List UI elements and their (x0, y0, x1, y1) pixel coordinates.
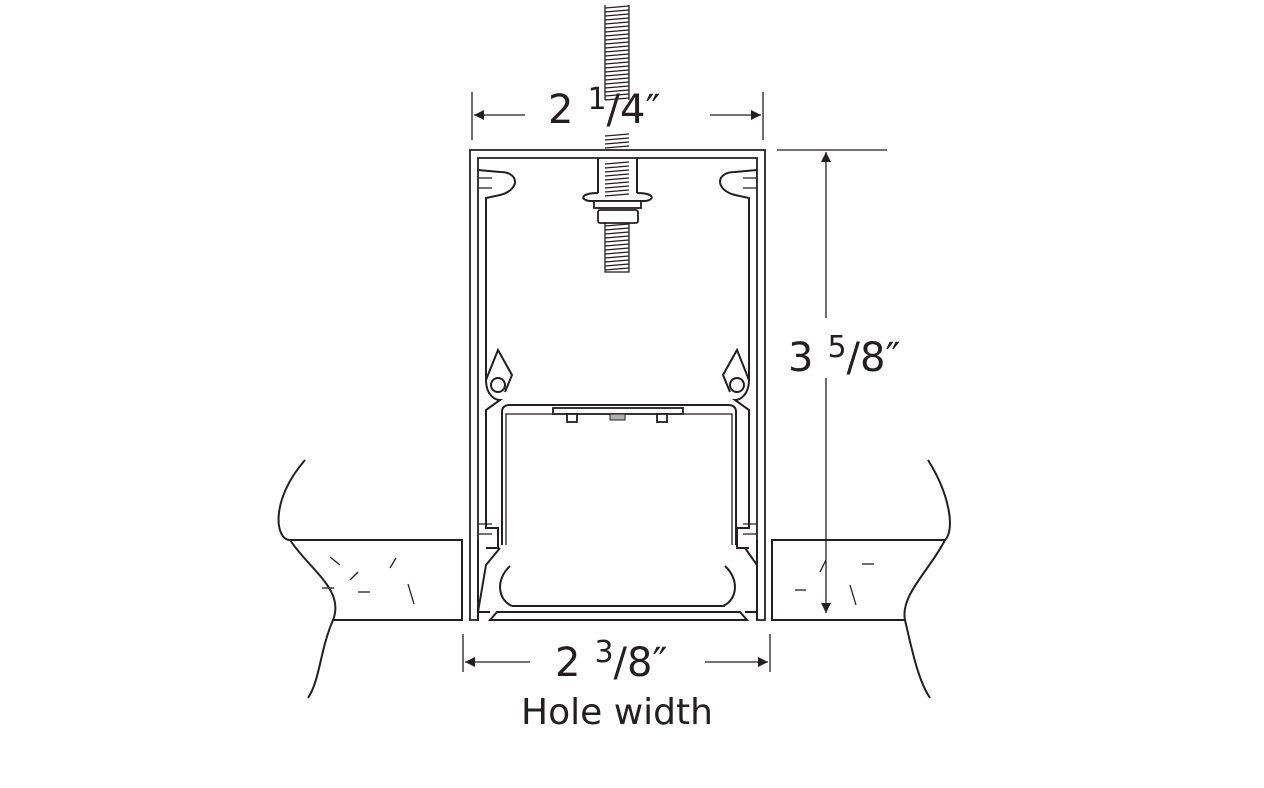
rod-thread (604, 161, 630, 165)
rod-thread (604, 13, 630, 17)
rod-thread (604, 49, 630, 53)
rod-thread (604, 243, 630, 247)
rod-thread (604, 193, 630, 197)
height-denominator: /8″ (847, 335, 901, 381)
rod-thread (604, 21, 630, 25)
rod-thread (604, 69, 630, 73)
rod-thread (604, 223, 630, 227)
led-channel (501, 404, 737, 545)
rod-thread (604, 77, 630, 81)
height-whole: 3 (788, 335, 813, 381)
rod-thread (604, 17, 630, 21)
rod-thread (604, 227, 630, 231)
top-width-denominator: /4″ (607, 87, 661, 133)
rod-thread (604, 29, 630, 33)
rod-thread (604, 61, 630, 65)
rod-thread (604, 263, 630, 267)
rod-thread (604, 141, 630, 145)
rod-thread (604, 165, 630, 169)
aluminum-housing (469, 149, 766, 621)
rod-thread (604, 33, 630, 37)
rod-thread (604, 185, 630, 189)
hole-width-whole: 2 (555, 640, 580, 686)
rod-thread (604, 37, 630, 41)
svg-text:35/8″: 35/8″ (788, 330, 900, 381)
top-width-whole: 2 (548, 87, 573, 133)
rod-thread (604, 41, 630, 45)
rod-thread (604, 189, 630, 193)
rod-thread (604, 169, 630, 173)
rod-thread (604, 9, 630, 13)
rod-thread (604, 259, 630, 263)
hole-width-caption: Hole width (521, 692, 713, 733)
rod-thread (604, 145, 630, 149)
height-numerator: 5 (827, 330, 846, 365)
rod-thread (604, 231, 630, 235)
diffuser-lens (476, 547, 758, 621)
rod-thread (604, 93, 630, 97)
rod-thread (604, 137, 630, 141)
rod-thread (604, 25, 630, 29)
rod-thread (604, 65, 630, 69)
top-width-numerator: 1 (587, 82, 606, 117)
rod-thread (604, 73, 630, 77)
rod-thread (604, 235, 630, 239)
rod-thread (604, 173, 630, 177)
rod-thread (604, 239, 630, 243)
rod-thread (604, 53, 630, 57)
rod-thread (604, 133, 630, 137)
rod-thread (604, 181, 630, 185)
rod-thread (604, 177, 630, 181)
threaded-rod (604, 5, 630, 273)
rod-thread (604, 247, 630, 251)
rod-thread (604, 251, 630, 255)
svg-text:23/8″: 23/8″ (555, 635, 667, 686)
rod-thread (604, 267, 630, 271)
rod-thread (604, 97, 630, 101)
rod-thread (604, 5, 630, 9)
hole-width-numerator: 3 (594, 635, 613, 670)
rod-thread (604, 85, 630, 89)
svg-text:21/4″: 21/4″ (548, 82, 660, 133)
rod-thread (604, 81, 630, 85)
ceiling-left (277, 459, 463, 699)
rod-thread (604, 255, 630, 259)
rod-thread (604, 89, 630, 93)
rod-thread (604, 57, 630, 61)
rod-thread (604, 45, 630, 49)
hole-width-denominator: /8″ (614, 640, 668, 686)
